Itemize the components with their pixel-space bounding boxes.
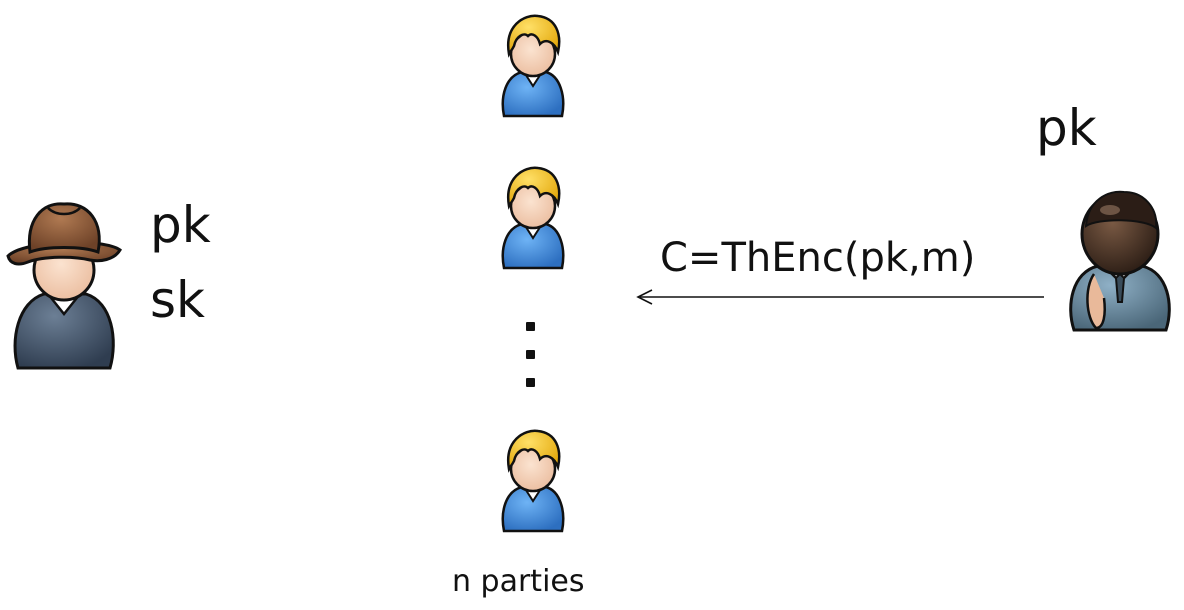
dealer-pk-label: pk xyxy=(150,196,211,254)
ellipsis-dots xyxy=(523,320,539,390)
sender-figure xyxy=(1069,190,1171,332)
party-figure-2 xyxy=(501,166,565,270)
party-figure-3 xyxy=(501,429,565,533)
dealer-figure xyxy=(6,202,122,370)
message-label: C=ThEnc(pk,m) xyxy=(660,235,976,281)
dealer-sk-label: sk xyxy=(150,271,206,329)
message-arrow xyxy=(636,289,1044,305)
sender-pk-label: pk xyxy=(1036,99,1097,157)
party-figure-1 xyxy=(501,14,565,118)
parties-caption: n parties xyxy=(452,564,585,599)
